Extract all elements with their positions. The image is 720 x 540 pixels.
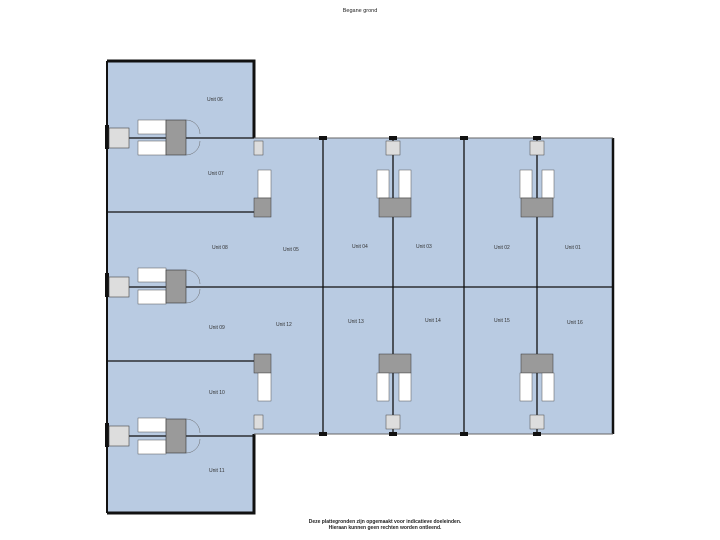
stair — [519, 169, 533, 199]
left-wing-bottom-wall — [107, 434, 256, 515]
service-core — [520, 197, 554, 218]
entrance-lobby — [108, 425, 130, 447]
unit-label-10: Unit 10 — [209, 390, 225, 396]
door-swing — [185, 269, 201, 285]
unit-label-02: Unit 02 — [494, 245, 510, 251]
stair-core-10-11 — [108, 417, 201, 455]
stair — [519, 372, 533, 402]
stair — [541, 169, 555, 199]
entrance-lobby — [108, 127, 130, 149]
plan-title: Begane grond — [342, 8, 378, 14]
entrance-lobby — [529, 140, 545, 156]
unit-label-12: Unit 12 — [276, 322, 292, 328]
column — [389, 432, 397, 436]
stair-core-15-16 — [519, 353, 555, 430]
entrance-lobby — [385, 140, 401, 156]
entrance-lobby — [385, 414, 401, 430]
disclaimer: Deze plattegronden zijn opgemaakt voor i… — [250, 519, 520, 531]
column — [105, 423, 109, 447]
wall-columns — [105, 125, 541, 447]
unit-label-07: Unit 07 — [208, 171, 224, 177]
column — [533, 432, 541, 436]
stair — [376, 169, 390, 199]
stair — [376, 372, 390, 402]
disclaimer-line-1: Deze plattegronden zijn opgemaakt voor i… — [308, 519, 462, 525]
door-swing — [185, 418, 201, 434]
entrance-lobby — [529, 414, 545, 430]
column — [319, 432, 327, 436]
stair — [137, 140, 167, 156]
stair — [257, 169, 272, 199]
door-swing — [185, 119, 201, 135]
unit-label-15: Unit 15 — [494, 318, 510, 324]
stair — [398, 372, 412, 402]
unit-label-14: Unit 14 — [425, 318, 441, 324]
disclaimer-line-2: Hieraan kunnen geen rechten worden ontle… — [328, 525, 442, 531]
stair — [137, 289, 167, 305]
door-swing — [185, 140, 201, 156]
stair — [257, 372, 272, 402]
column — [319, 136, 327, 140]
left-wing-outer-wall — [107, 59, 256, 138]
entrance-lobby — [253, 414, 264, 430]
column — [105, 273, 109, 297]
unit-label-09: Unit 09 — [209, 325, 225, 331]
service-core — [378, 353, 412, 374]
stair — [541, 372, 555, 402]
entrance-lobby — [108, 276, 130, 298]
service-core — [165, 418, 187, 454]
stair — [137, 417, 167, 433]
unit-label-16: Unit 16 — [567, 320, 583, 326]
stair-core-12 — [253, 353, 272, 430]
stair-core-13-14 — [376, 353, 412, 430]
service-core — [253, 197, 272, 218]
unit-label-13: Unit 13 — [348, 319, 364, 325]
stair-core-04-03 — [376, 140, 412, 218]
unit-label-03: Unit 03 — [416, 244, 432, 250]
unit-label-01: Unit 01 — [565, 245, 581, 251]
column — [460, 432, 468, 436]
door-swing — [185, 438, 201, 454]
stair-core-06-07 — [108, 119, 201, 156]
service-core — [253, 353, 272, 374]
column — [105, 125, 109, 149]
unit-label-08: Unit 08 — [212, 245, 228, 251]
unit-label-06: Unit 06 — [207, 97, 223, 103]
right-block-floor — [254, 138, 613, 434]
stair-core-05 — [253, 140, 272, 218]
service-core — [165, 119, 187, 156]
unit-labels: Unit 06 Unit 07 Unit 08 Unit 09 Unit 10 … — [207, 97, 583, 474]
service-core — [378, 197, 412, 218]
stair — [137, 439, 167, 455]
stair — [137, 267, 167, 283]
unit-label-11: Unit 11 — [209, 468, 225, 474]
unit-label-04: Unit 04 — [352, 244, 368, 250]
column — [460, 136, 468, 140]
unit-label-05: Unit 05 — [283, 247, 299, 253]
stair-core-08-09 — [108, 267, 201, 305]
stair — [137, 119, 167, 135]
door-swing — [185, 288, 201, 304]
stair — [398, 169, 412, 199]
service-core — [520, 353, 554, 374]
service-core — [165, 269, 187, 304]
column — [389, 136, 397, 140]
entrance-lobby — [253, 140, 264, 156]
column — [533, 136, 541, 140]
stair-core-02-01 — [519, 140, 555, 218]
